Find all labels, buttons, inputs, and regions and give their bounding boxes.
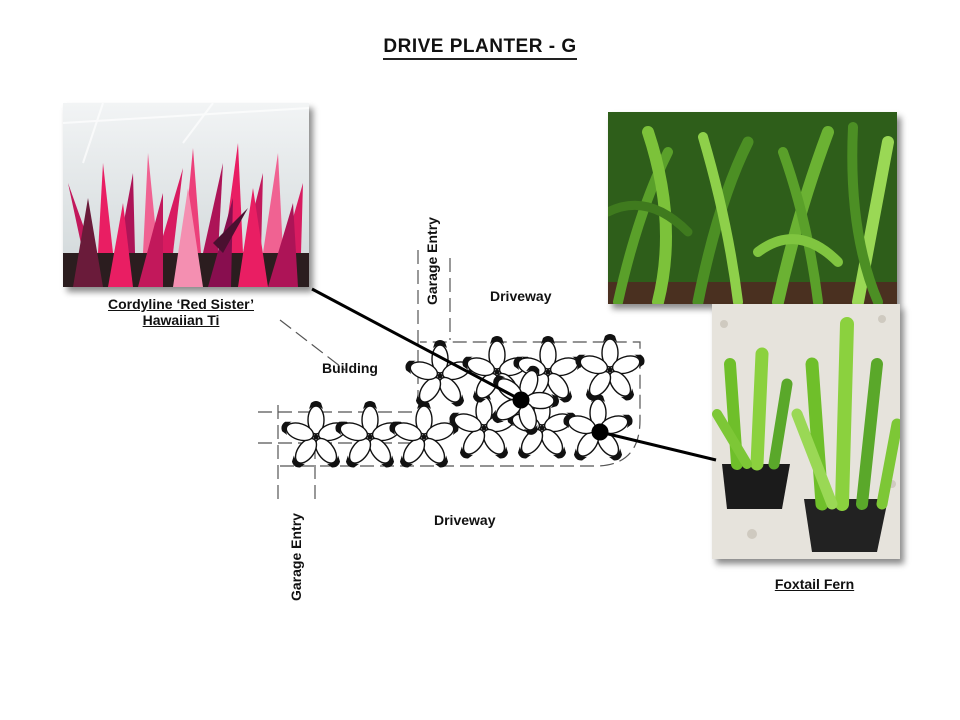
foxtail-caption: Foxtail Fern bbox=[712, 576, 917, 592]
page-title: DRIVE PLANTER - G bbox=[0, 36, 960, 60]
cordyline-photo bbox=[63, 103, 309, 287]
garage-entry-top-label: Garage Entry bbox=[424, 217, 440, 305]
driveway-top-label: Driveway bbox=[490, 288, 552, 304]
foxtail-potted-photo bbox=[712, 304, 900, 559]
cordyline-name: Cordyline ‘Red Sister’ bbox=[107, 296, 254, 312]
cordyline-caption: Cordyline ‘Red Sister’ Hawaiian Ti bbox=[63, 296, 299, 328]
foxtail-name: Foxtail Fern bbox=[774, 576, 855, 592]
foxtail-bed-photo bbox=[608, 112, 897, 304]
foxtail-leader-line bbox=[599, 430, 717, 462]
driveway-bottom-label: Driveway bbox=[434, 512, 496, 528]
garage-entry-bottom-label: Garage Entry bbox=[288, 513, 304, 601]
building-label: Building bbox=[322, 360, 378, 376]
cordyline-common-name: Hawaiian Ti bbox=[142, 312, 220, 328]
cordyline-leader-line bbox=[311, 287, 522, 402]
